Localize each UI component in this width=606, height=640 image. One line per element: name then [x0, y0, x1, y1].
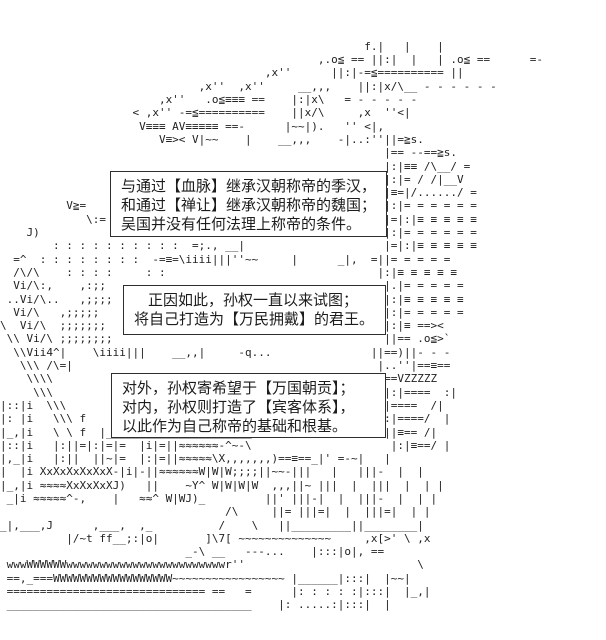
- dialog-text-line: 以此作为自己称帝的基础和根基。: [122, 417, 348, 435]
- dialog-text-line: 对内，孙权则打造了【宾客体系】，: [122, 398, 355, 416]
- dialog-box-peoples-support: 正因如此，孙权一直以来试图；将自己打造为【万民拥戴】的君王。: [123, 285, 386, 335]
- dialog-box-legitimacy: 与通过【血脉】继承汉朝称帝的季汉，和通过【禅让】继承汉朝称帝的魏国；吴国并没有任…: [110, 171, 387, 237]
- ascii-art-background: f.| | | ,.o≦ == ||:| | | .o≦ == =- ,x'' …: [0, 39, 544, 612]
- dialog-box-tribute-system: 对外，孙权寄希望于【万国朝贡】；对内，孙权则打造了【宾客体系】，以此作为自己称帝…: [111, 373, 386, 438]
- dialog-text-line: 正因如此，孙权一直以来试图；: [148, 291, 359, 309]
- dialog-text-line: 与通过【血脉】继承汉朝称帝的季汉，: [121, 177, 377, 195]
- dialog-text-line: 和通过【禅让】继承汉朝称帝的魏国；: [121, 196, 377, 214]
- dialog-text-line: 将自己打造为【万民拥戴】的君王。: [134, 310, 375, 328]
- dialog-text-line: 吴国并没有任何法理上称帝的条件。: [121, 215, 362, 233]
- dialog-text-line: 对外，孙权寄希望于【万国朝贡】；: [122, 379, 355, 397]
